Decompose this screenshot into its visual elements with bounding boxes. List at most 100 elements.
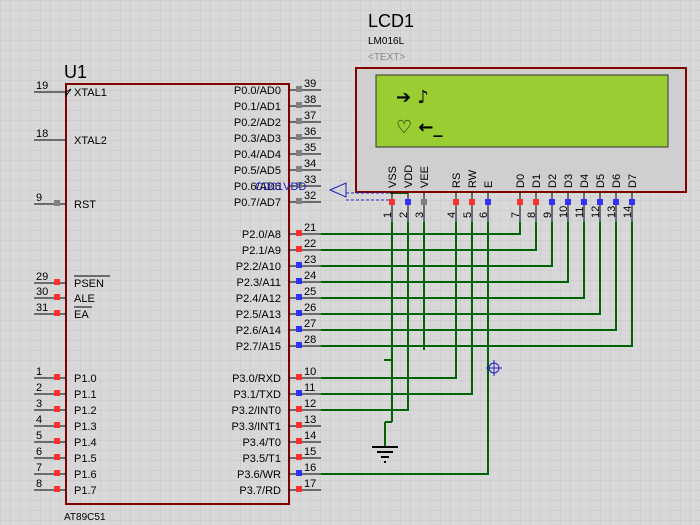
- mcu-pin-number: 27: [304, 318, 316, 330]
- lcd-pin-number: 1: [382, 212, 394, 218]
- mcu-pin-number: 16: [304, 462, 316, 474]
- mcu-pin-number: 13: [304, 414, 316, 426]
- pin-state-indicator: [54, 454, 60, 460]
- junction-marker-icon: [486, 360, 502, 376]
- pin-state-indicator: [296, 118, 302, 124]
- lcd-pin-label: VDD: [403, 165, 415, 188]
- pin-state-indicator: [54, 406, 60, 412]
- mcu-pin-label: P3.1/TXD: [233, 389, 281, 401]
- mcu-pin-number: 28: [304, 334, 316, 346]
- pin-state-indicator: [296, 326, 302, 332]
- voltage-probe[interactable]: CD01VDD: [255, 181, 390, 201]
- mcu-pin-label: P3.6/WR: [237, 469, 281, 481]
- probe-arrow-icon: [328, 182, 347, 198]
- lcd-part: LM016L: [368, 36, 405, 47]
- ground-icon: [372, 446, 398, 463]
- mcu-pin-number: 39: [304, 78, 316, 90]
- mcu-pin-number: 21: [304, 222, 316, 234]
- lcd-pin-label: D3: [563, 174, 575, 188]
- mcu-pin-label: P2.7/A15: [236, 341, 281, 353]
- pin-state-indicator: [296, 454, 302, 460]
- mcu-pin-label: P3.0/RXD: [232, 373, 281, 385]
- mcu-pin-number: 8: [36, 478, 42, 490]
- pin-state-indicator: [389, 199, 395, 205]
- net-wire: [321, 222, 617, 331]
- mcu-ref: U1: [64, 62, 87, 82]
- mcu-pin-label: P0.2/AD2: [234, 117, 281, 129]
- lcd-pin-label: D1: [531, 174, 543, 188]
- mcu-pin-number: 22: [304, 238, 316, 250]
- mcu-pin-label: P1.3: [74, 421, 97, 433]
- pin-state-indicator: [296, 86, 302, 92]
- lcd-pin-label: E: [483, 181, 495, 188]
- pin-state-indicator: [629, 199, 635, 205]
- mcu-pin-number: 5: [36, 430, 42, 442]
- mcu-pin-label: P0.7/AD7: [234, 197, 281, 209]
- net-wire: [321, 222, 601, 315]
- mcu-pin-label: P0.4/AD4: [234, 149, 281, 161]
- net-wire: [321, 222, 553, 267]
- mcu-pin-number: 30: [36, 286, 48, 298]
- pin-state-indicator: [469, 199, 475, 205]
- mcu-pin-number: 31: [36, 302, 48, 314]
- lcd-pin-number: 3: [414, 212, 426, 218]
- net-wire: [321, 222, 409, 411]
- mcu-pin-number: 10: [304, 366, 316, 378]
- mcu-pin-number: 36: [304, 126, 316, 138]
- mcu-pin-label: P0.0/AD0: [234, 85, 281, 97]
- mcu-u1[interactable]: U1 AT89C51 19XTAL118XTAL29RST29PSEN30ALE…: [34, 62, 321, 523]
- net-wire: [321, 222, 569, 283]
- pin-state-indicator: [405, 199, 411, 205]
- pin-state-indicator: [296, 390, 302, 396]
- mcu-pin-label: PSEN: [74, 278, 104, 290]
- lcd-pin-label: VSS: [387, 166, 399, 188]
- lcd-pin-label: D4: [579, 174, 591, 188]
- lcd-pin-label: VEE: [419, 166, 431, 188]
- lcd-pin-label: RS: [451, 173, 463, 188]
- mcu-pin-number: 26: [304, 302, 316, 314]
- mcu-pin-number: 17: [304, 478, 316, 490]
- pin-state-indicator: [296, 102, 302, 108]
- pin-state-indicator: [296, 470, 302, 476]
- mcu-pin-number: 18: [36, 128, 48, 140]
- mcu-pin-number: 34: [304, 158, 316, 170]
- mcu-pin-label: P2.6/A14: [236, 325, 281, 337]
- wires: [321, 192, 633, 475]
- mcu-pin-label: P1.4: [74, 437, 97, 449]
- pin-state-indicator: [296, 182, 302, 188]
- lcd-pin-number: 7: [510, 212, 522, 218]
- pin-state-indicator: [54, 438, 60, 444]
- lcd-pins: VSS1VDD2VEE3RS4RW5E6D07D18D29D310D411D51…: [382, 165, 639, 222]
- lcd-pin-label: RW: [467, 169, 479, 188]
- pin-state-indicator: [296, 262, 302, 268]
- mcu-pin-label: P3.7/RD: [239, 485, 281, 497]
- mcu-pin-label: P1.5: [74, 453, 97, 465]
- mcu-pin-label: P1.7: [74, 485, 97, 497]
- lcd-ref: LCD1: [368, 11, 414, 31]
- mcu-pin-label: P2.2/A10: [236, 261, 281, 273]
- pin-state-indicator: [54, 374, 60, 380]
- lcd-pin-number: 10: [558, 206, 570, 218]
- pin-state-indicator: [485, 199, 491, 205]
- mcu-pin-label: P1.0: [74, 373, 97, 385]
- mcu-pin-number: 15: [304, 446, 316, 458]
- pin-state-indicator: [54, 294, 60, 300]
- mcu-pin-label: P1.1: [74, 389, 97, 401]
- lcd-pin-label: D0: [515, 174, 527, 188]
- mcu-pin-label: P2.4/A12: [236, 293, 281, 305]
- lcd-pin-number: 2: [398, 212, 410, 218]
- pin-state-indicator: [54, 390, 60, 396]
- mcu-pin-label: P1.2: [74, 405, 97, 417]
- lcd-pin-label: D2: [547, 174, 559, 188]
- lcd-line-2: ♡ ←_: [396, 117, 443, 138]
- lcd-pin-number: 8: [526, 212, 538, 218]
- mcu-pin-label: P2.0/A8: [242, 229, 281, 241]
- lcd-lcd1[interactable]: LCD1 LM016L <TEXT> ➔ ♪ ♡ ←_ VSS1VDD2VEE3…: [355, 11, 687, 222]
- pin-state-indicator: [533, 199, 539, 205]
- mcu-body[interactable]: [65, 83, 290, 505]
- mcu-pin-number: 32: [304, 190, 316, 202]
- mcu-pin-number: 23: [304, 254, 316, 266]
- pin-state-indicator: [453, 199, 459, 205]
- pin-state-indicator: [296, 310, 302, 316]
